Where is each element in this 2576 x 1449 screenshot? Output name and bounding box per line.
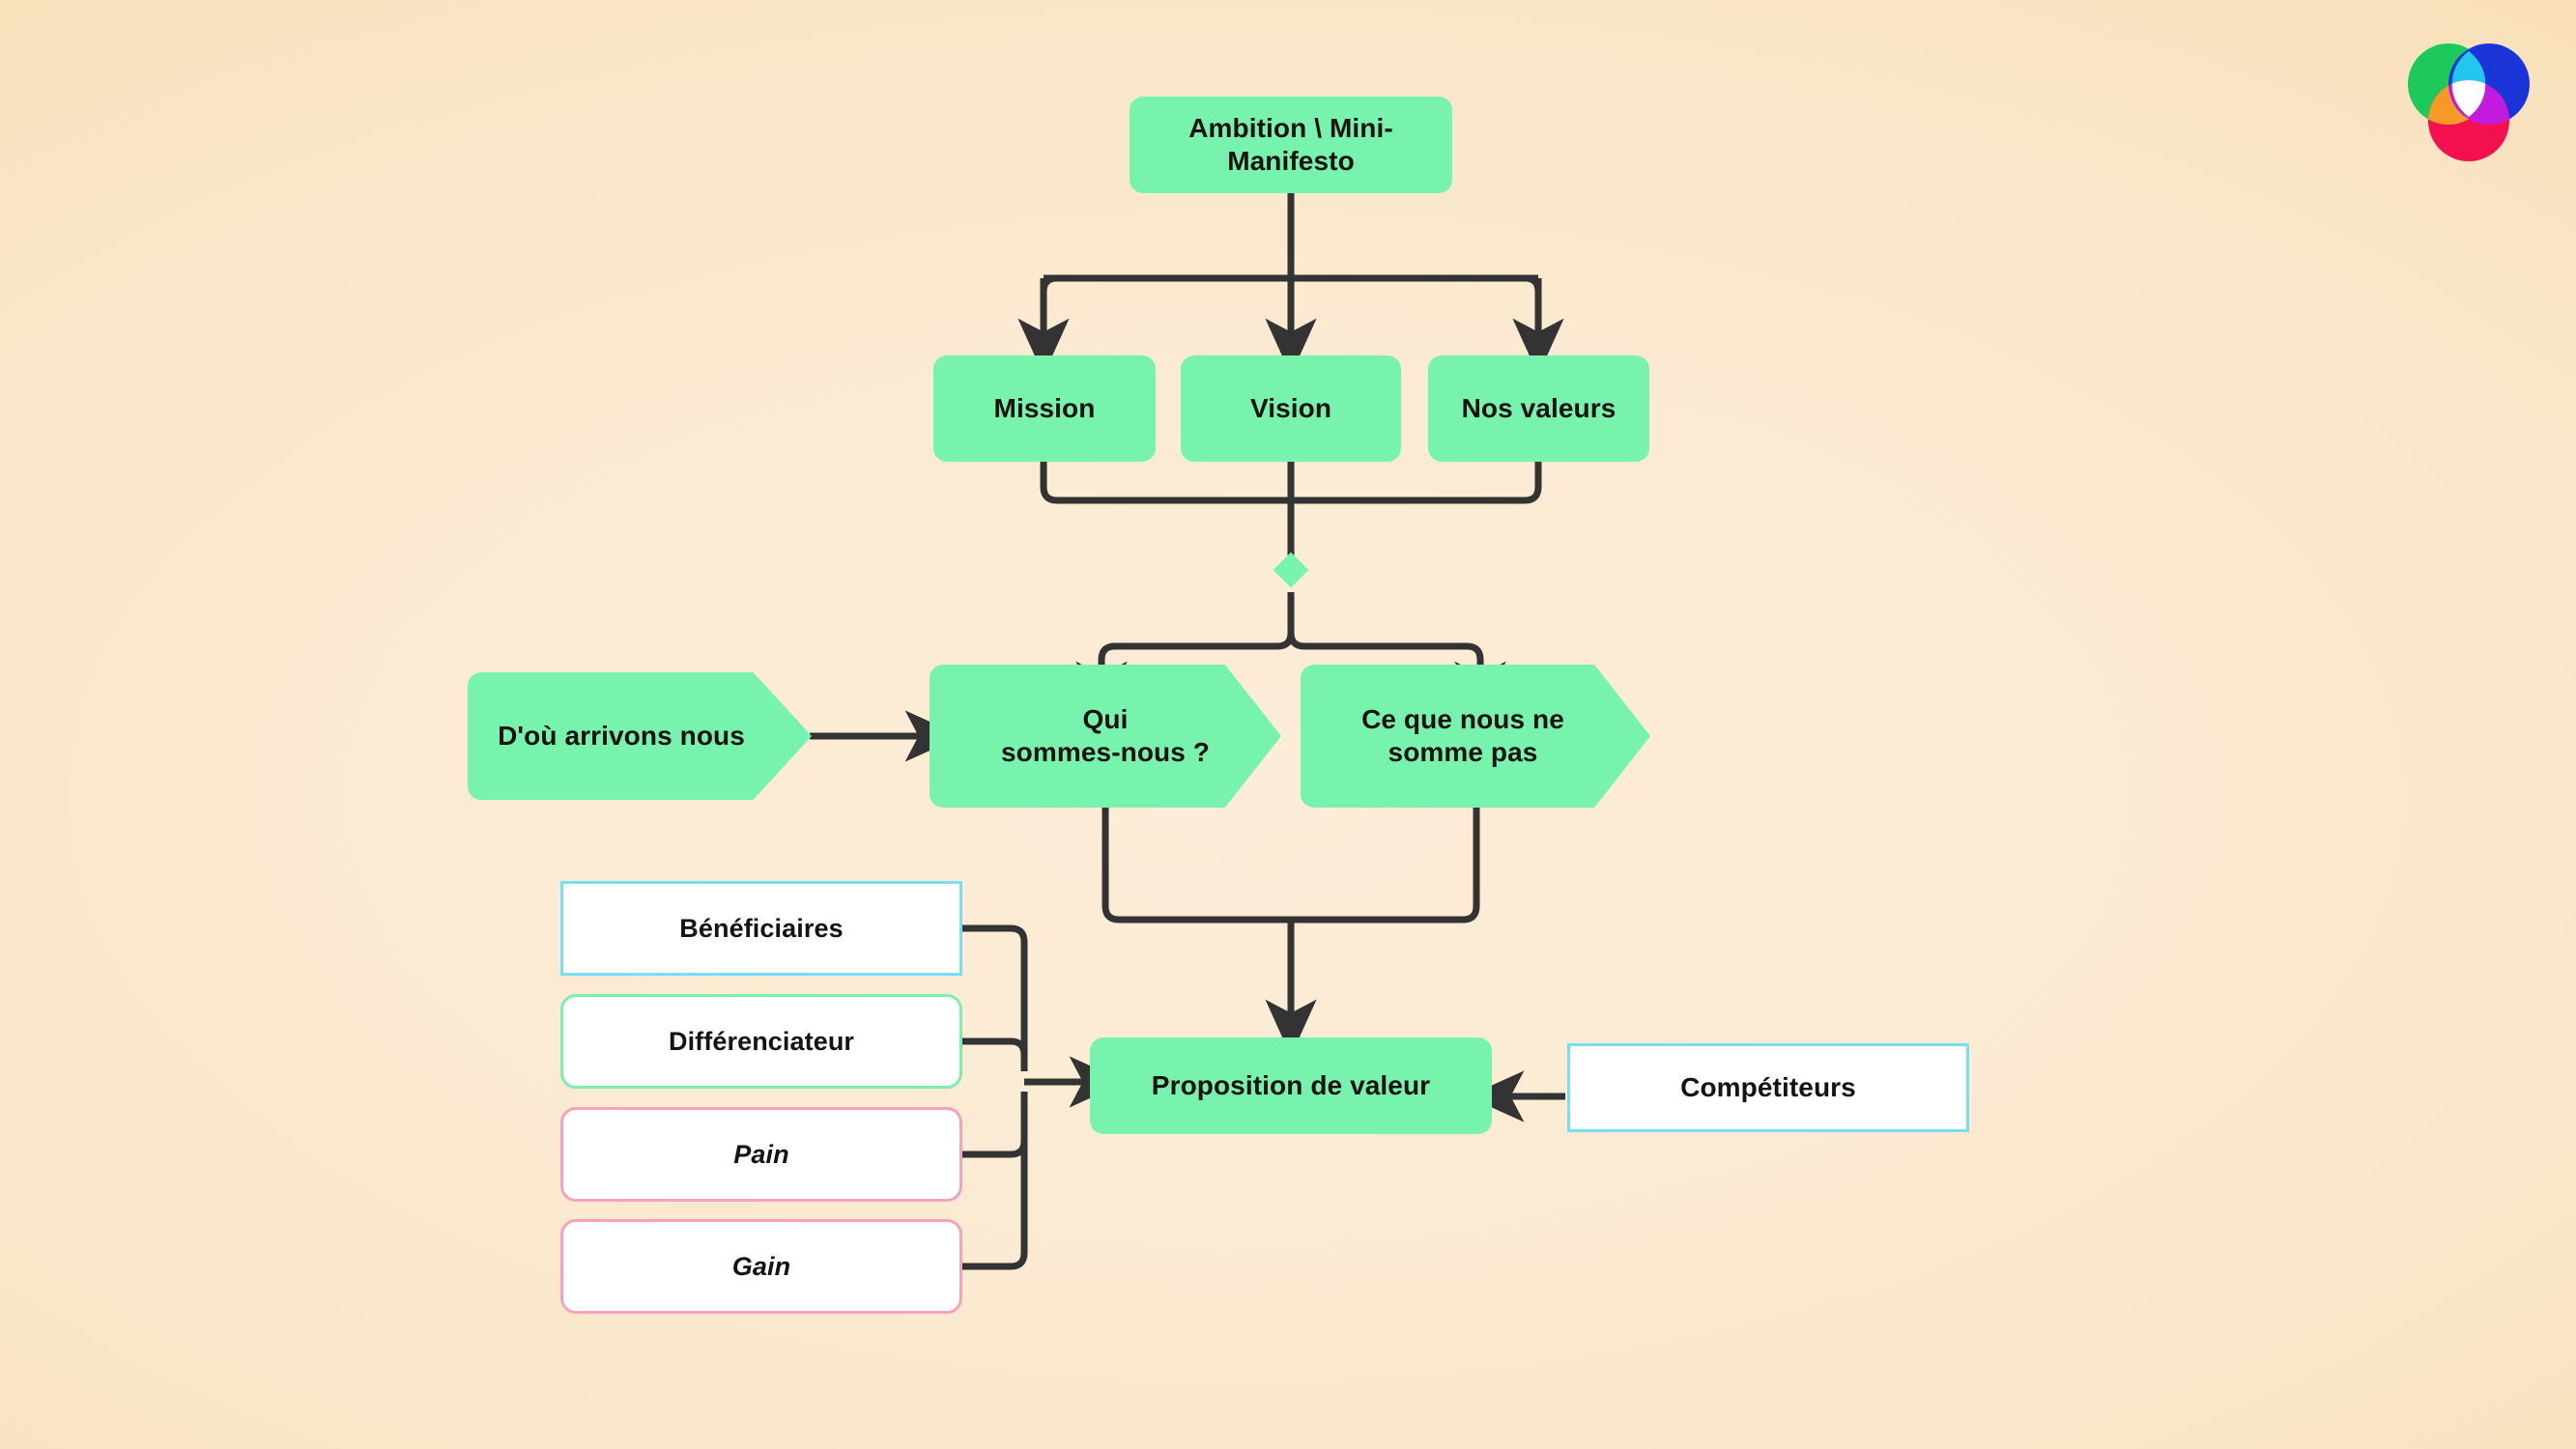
node-label: Différenciateur [668, 1026, 855, 1056]
node-label-line2: somme pas [1388, 737, 1538, 767]
venn-diagram-logo [2402, 41, 2533, 166]
wire-beneficiaries [960, 924, 1028, 1071]
node-gain[interactable]: Gain [560, 1219, 962, 1314]
node-ambition-mini-manifesto[interactable]: Ambition \ Mini-Manifesto [1130, 97, 1452, 193]
wire-who-merge [1102, 800, 1480, 923]
node-label: D'où arrivons nous [498, 720, 745, 751]
node-label-line2: sommes-nous ? [1000, 737, 1210, 767]
node-mission[interactable]: Mission [933, 355, 1156, 462]
node-label: Bénéficiaires [679, 913, 844, 943]
node-competiteurs[interactable]: Compétiteurs [1567, 1043, 1969, 1132]
node-differenciateur[interactable]: Différenciateur [560, 994, 962, 1089]
node-proposition-de-valeur[interactable]: Proposition de valeur [1090, 1037, 1492, 1134]
node-label: Vision [1249, 392, 1332, 423]
node-label: Compétiteurs [1680, 1071, 1856, 1102]
wire-split-right [1287, 592, 1506, 719]
wire-gain [960, 1092, 1028, 1270]
node-qui-sommes-nous[interactable]: Qui sommes-nous ? [930, 665, 1281, 808]
wire-corner-r [1524, 274, 1542, 299]
node-label-line1: Ce que nous ne [1361, 703, 1564, 734]
node-dou-arrivons-nous[interactable]: D'où arrivons nous [468, 672, 812, 800]
wire-corner-l [1040, 274, 1058, 299]
node-label: Ambition \ Mini-Manifesto [1188, 112, 1393, 176]
node-label: Mission [993, 392, 1096, 423]
node-label-line1: Qui [1082, 703, 1129, 734]
node-nos-valeurs[interactable]: Nos valeurs [1428, 355, 1649, 462]
node-pain[interactable]: Pain [560, 1107, 962, 1202]
wire-differentiator [960, 1037, 1028, 1071]
merge-diamond-junction [1273, 552, 1309, 588]
node-label: Nos valeurs [1461, 392, 1617, 423]
node-ce-que-nous-ne-somme-pas[interactable]: Ce que nous ne somme pas [1301, 665, 1650, 808]
wire-pain [960, 1092, 1028, 1158]
node-label: Gain [731, 1251, 791, 1281]
node-label: Proposition de valeur [1151, 1069, 1431, 1100]
node-label: Pain [733, 1139, 789, 1169]
node-beneficiaires[interactable]: Bénéficiaires [560, 881, 962, 976]
wire-split-left [1075, 592, 1295, 719]
node-vision[interactable]: Vision [1181, 355, 1401, 462]
wire-merge-bus [1040, 462, 1542, 504]
